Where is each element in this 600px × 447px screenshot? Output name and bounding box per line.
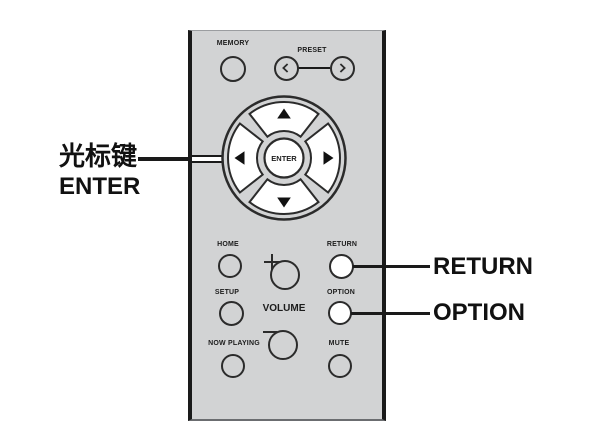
callout-option-label: OPTION <box>433 299 526 326</box>
dpad-down-button <box>248 177 320 215</box>
volume-label: VOLUME <box>262 303 306 314</box>
option-button-label: OPTION <box>326 289 356 296</box>
preset-up-button <box>329 55 355 81</box>
callout-cursor-keys-label-cn: 光标键 <box>59 141 138 171</box>
triangle-down-icon <box>277 197 291 208</box>
dpad-left-button <box>227 122 265 194</box>
enter-button-label: ENTER <box>271 154 297 163</box>
volume-up-button <box>264 254 300 290</box>
preset-down-button <box>273 55 299 81</box>
option-button <box>328 301 352 325</box>
memory-button-label: MEMORY <box>216 40 250 47</box>
home-button <box>218 254 242 278</box>
preset-button-label: PRESET <box>297 47 327 54</box>
callout-line-cursor-inner <box>192 155 228 163</box>
chevron-left-icon <box>282 63 289 73</box>
home-button-label: HOME <box>217 241 239 248</box>
volume-down-button <box>263 330 298 360</box>
setup-button <box>218 300 244 326</box>
dpad-right-button <box>303 122 341 194</box>
callout-cursor-keys-label-enter: ENTER <box>59 173 141 200</box>
preset-link-line <box>298 66 330 69</box>
triangle-up-icon <box>277 108 291 119</box>
callout-line-option <box>351 311 430 315</box>
triangle-right-icon <box>323 151 334 165</box>
return-button-label: RETURN <box>326 241 358 248</box>
callout-line-return <box>353 265 430 268</box>
dpad-up-button <box>248 101 320 139</box>
enter-button <box>263 137 305 179</box>
now-playing-button-label: NOW PLAYING <box>208 340 260 347</box>
chevron-right-icon <box>339 63 346 73</box>
mute-button <box>328 354 352 378</box>
dpad: ENTER <box>221 95 347 221</box>
mute-button-label: MUTE <box>328 340 350 347</box>
memory-button <box>219 56 246 82</box>
triangle-left-icon <box>234 151 245 165</box>
callout-line-cursor-outer <box>138 157 193 161</box>
setup-button-label: SETUP <box>214 289 240 296</box>
return-button <box>328 253 354 279</box>
now-playing-button <box>221 354 245 378</box>
callout-return-label: RETURN <box>433 253 533 280</box>
